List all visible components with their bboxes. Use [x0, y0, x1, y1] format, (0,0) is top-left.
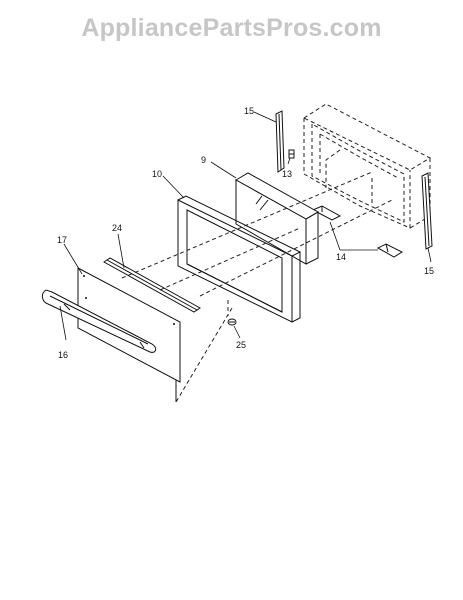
part-15-trim-strip-left — [275, 110, 285, 173]
part-15-trim-strip-right — [421, 172, 433, 250]
callout-25: 25 — [236, 340, 246, 350]
part-10-door-frame — [177, 195, 302, 323]
part-14-hinge-bracket-lower — [376, 243, 404, 258]
part-24-strip — [103, 257, 201, 313]
callout-15-top: 15 — [244, 106, 254, 116]
callout-13: 13 — [282, 169, 292, 179]
callout-10: 10 — [152, 169, 162, 179]
callout-labels: 15 13 9 10 14 15 24 17 16 25 — [57, 106, 434, 360]
watermark: AppliancePartsPros.com — [81, 14, 382, 42]
oven-cavity-outline — [302, 103, 432, 229]
part-14-hinge-bracket-upper — [311, 205, 342, 221]
part-25-clip — [227, 318, 237, 326]
assembly-lines — [121, 171, 393, 403]
callout-17: 17 — [57, 235, 67, 245]
leader-lines — [59, 111, 432, 341]
callout-9: 9 — [201, 155, 206, 165]
callout-24: 24 — [112, 223, 122, 233]
part-13-screw — [288, 149, 295, 159]
part-9-glass-panel — [234, 172, 320, 265]
callout-16: 16 — [58, 350, 68, 360]
callout-15-bottom: 15 — [424, 266, 434, 276]
callout-14: 14 — [336, 252, 346, 262]
part-16-door-handle — [41, 289, 157, 353]
